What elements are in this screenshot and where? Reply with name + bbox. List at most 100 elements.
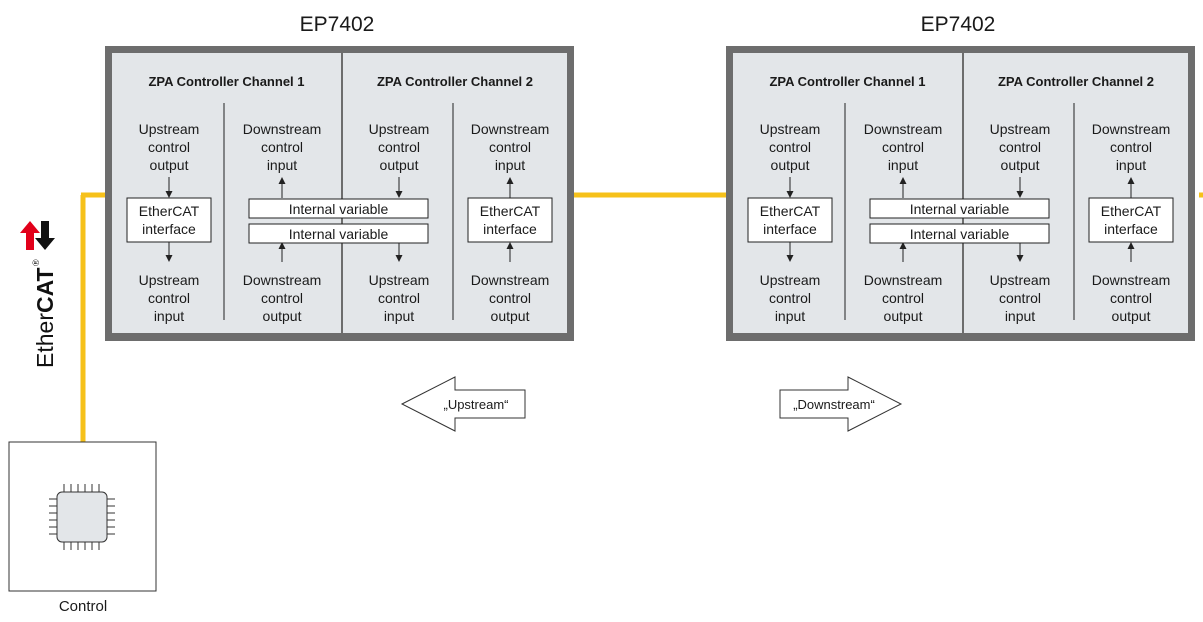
channel-panel: ZPA Controller Channel 2 Upstream control o… <box>343 53 567 333</box>
ethercat-interface-label: interface <box>142 221 196 237</box>
ethercat-interface-label: EtherCAT <box>760 203 821 219</box>
downstream-output-label: Downstream <box>471 272 550 288</box>
arrow-icon <box>506 177 514 198</box>
channel-header: ZPA Controller Channel 2 <box>377 74 533 89</box>
upstream-output-label: Upstream <box>139 121 200 137</box>
ethercat-logo-arrows-icon <box>20 221 55 250</box>
arrow-icon <box>786 177 794 198</box>
upstream-output-label: control <box>148 139 190 155</box>
device-title: EP7402 <box>300 13 375 36</box>
downstream-output-label: control <box>489 290 531 306</box>
downstream-arrow-label: „Downstream“ <box>793 397 875 412</box>
arrow-icon <box>899 177 907 198</box>
internal-variable-label: Internal variable <box>289 201 389 217</box>
control-label: Control <box>59 598 107 615</box>
ethercat-interface-box: EtherCAT interface <box>747 197 833 243</box>
ethercat-interface-box: EtherCAT interface <box>126 197 212 243</box>
arrow-icon <box>278 177 286 198</box>
downstream-input-label: Downstream <box>864 121 943 137</box>
ethercat-logo-text: EtherCAT <box>32 267 58 368</box>
downstream-input-label: control <box>489 139 531 155</box>
ethercat-interface-label: interface <box>763 221 817 237</box>
upstream-output-label: Upstream <box>369 121 430 137</box>
upstream-arrow-shape <box>400 376 526 432</box>
downstream-input-label: input <box>888 157 918 173</box>
upstream-input-label: control <box>999 290 1041 306</box>
internal-variable-box: Internal variable <box>248 223 429 244</box>
channel-panel: ZPA Controller Channel 2 Upstream control o… <box>964 53 1188 333</box>
downstream-output-label: control <box>261 290 303 306</box>
upstream-output-label: Upstream <box>760 121 821 137</box>
channel-header: ZPA Controller Channel 1 <box>769 74 925 89</box>
upstream-output-label: output <box>150 157 189 173</box>
upstream-input-label: input <box>775 308 805 324</box>
downstream-arrow-shape <box>779 376 903 432</box>
internal-variable-label: Internal variable <box>910 226 1010 242</box>
downstream-arrow: „Downstream“ <box>779 376 903 432</box>
arrow-icon <box>165 242 173 262</box>
upstream-output-label: Upstream <box>990 121 1051 137</box>
ethercat-logo-registered: ® <box>31 259 41 266</box>
upstream-output-label: control <box>769 139 811 155</box>
ethercat-interface-label: EtherCAT <box>139 203 200 219</box>
channel-panel: ZPA Controller Channel 1 Upstream control o… <box>112 53 341 333</box>
internal-variable-label: Internal variable <box>289 226 389 242</box>
upstream-output-label: control <box>999 139 1041 155</box>
control-unit: Control <box>8 441 157 615</box>
downstream-input-label: Downstream <box>243 121 322 137</box>
upstream-input-label: input <box>384 308 414 324</box>
chip-icon <box>49 484 115 550</box>
upstream-arrow: „Upstream“ <box>400 376 526 432</box>
downstream-input-label: Downstream <box>471 121 550 137</box>
arrow-icon <box>165 177 173 198</box>
downstream-input-label: control <box>1110 139 1152 155</box>
arrow-icon <box>395 177 403 198</box>
upstream-output-label: output <box>1001 157 1040 173</box>
upstream-output-label: control <box>378 139 420 155</box>
upstream-input-label: input <box>1005 308 1035 324</box>
upstream-input-label: control <box>148 290 190 306</box>
arrow-icon <box>506 242 514 262</box>
ethercat-interface-label: EtherCAT <box>1101 203 1162 219</box>
upstream-input-label: Upstream <box>760 272 821 288</box>
arrow-icon <box>899 242 907 262</box>
downstream-output-label: Downstream <box>864 272 943 288</box>
downstream-output-label: Downstream <box>243 272 322 288</box>
upstream-input-label: input <box>154 308 184 324</box>
ethercat-logo: EtherCAT ® <box>20 221 58 368</box>
ethercat-interface-label: EtherCAT <box>480 203 541 219</box>
arrow-icon <box>1016 242 1024 262</box>
arrow-icon <box>786 242 794 262</box>
channel-header: ZPA Controller Channel 2 <box>998 74 1154 89</box>
upstream-output-label: output <box>380 157 419 173</box>
internal-variable-box: Internal variable <box>869 198 1050 219</box>
ethercat-interface-box: EtherCAT interface <box>1088 197 1174 243</box>
downstream-output-label: Downstream <box>1092 272 1171 288</box>
ethercat-interface-box: EtherCAT interface <box>467 197 553 243</box>
upstream-output-label: output <box>771 157 810 173</box>
internal-variable-box: Internal variable <box>248 198 429 219</box>
downstream-input-label: input <box>267 157 297 173</box>
arrow-icon <box>278 242 286 262</box>
downstream-output-label: output <box>1112 308 1151 324</box>
device-title: EP7402 <box>921 13 996 36</box>
upstream-input-label: Upstream <box>369 272 430 288</box>
downstream-output-label: output <box>884 308 923 324</box>
arrow-icon <box>395 242 403 262</box>
downstream-input-label: input <box>495 157 525 173</box>
upstream-arrow-label: „Upstream“ <box>443 397 508 412</box>
ethercat-interface-label: interface <box>1104 221 1158 237</box>
upstream-input-label: Upstream <box>990 272 1051 288</box>
upstream-input-label: control <box>378 290 420 306</box>
arrow-icon <box>1127 242 1135 262</box>
channel-header: ZPA Controller Channel 1 <box>148 74 304 89</box>
upstream-input-label: Upstream <box>139 272 200 288</box>
ethercat-interface-label: interface <box>483 221 537 237</box>
downstream-input-label: Downstream <box>1092 121 1171 137</box>
downstream-output-label: control <box>882 290 924 306</box>
internal-variable-box: Internal variable <box>869 223 1050 244</box>
channel-panel: ZPA Controller Channel 1 Upstream control o… <box>733 53 962 333</box>
